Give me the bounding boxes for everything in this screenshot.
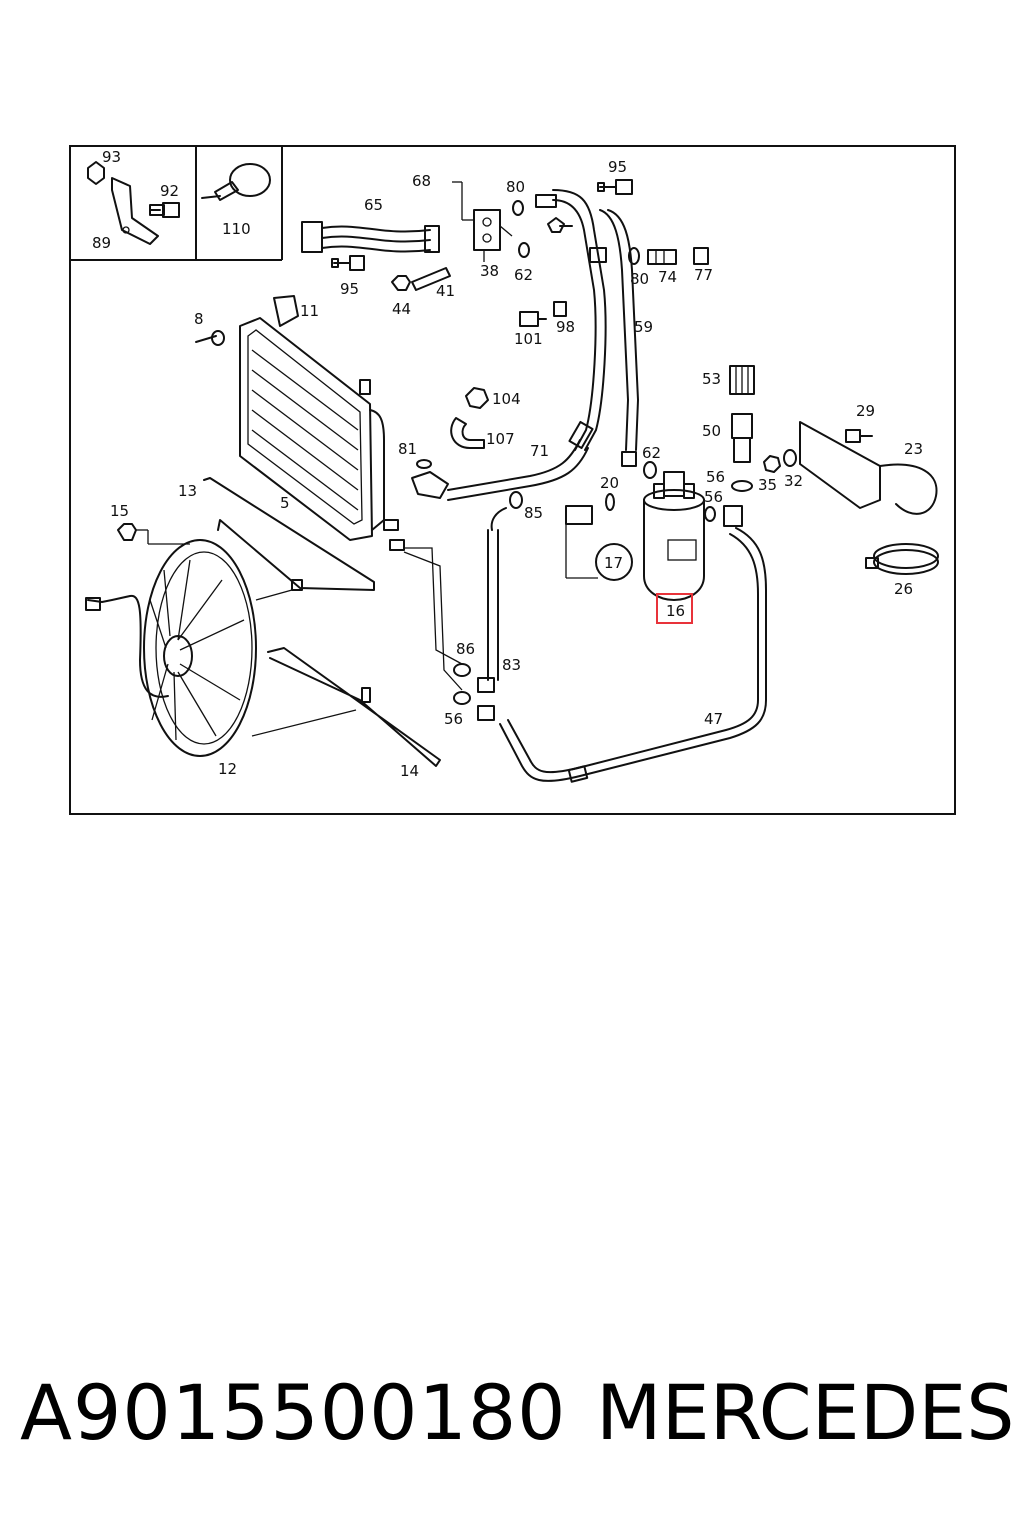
bolt-95-icon [331, 255, 365, 271]
expansion-valve-38-icon [452, 181, 513, 262]
label-83: 83 [502, 656, 521, 674]
label-35: 35 [758, 476, 777, 494]
label-89: 89 [92, 234, 111, 252]
label-16: 16 [666, 602, 685, 620]
cap-53-icon [729, 365, 755, 395]
label-65: 65 [364, 196, 383, 214]
label-101: 101 [514, 330, 543, 348]
label-5: 5 [280, 494, 290, 512]
highlight-box-16 [656, 593, 693, 624]
pipe-59-icon [535, 189, 639, 451]
label-80a: 80 [506, 178, 525, 196]
label-23: 23 [904, 440, 923, 458]
cable-tie-110-icon [201, 163, 271, 201]
bracket-13-icon [203, 477, 375, 591]
pipe-47-icon [477, 527, 767, 783]
label-11: 11 [300, 302, 319, 320]
label-50: 50 [702, 422, 721, 440]
label-62a: 62 [514, 266, 533, 284]
label-14: 14 [400, 762, 419, 780]
nut-104-icon [465, 387, 489, 409]
nut-35-icon [763, 455, 781, 473]
clamp-107-icon [450, 417, 485, 449]
label-59: 59 [634, 318, 653, 336]
nut-15-icon [117, 523, 190, 545]
label-95b: 95 [340, 280, 359, 298]
clip-98-icon [553, 301, 567, 317]
fitting-62-icon [621, 451, 657, 479]
fan-12-icon [85, 539, 257, 757]
label-56a: 56 [706, 468, 725, 486]
label-20: 20 [600, 474, 619, 492]
hose-65-icon [301, 221, 440, 253]
label-32: 32 [784, 472, 803, 490]
receiver-drier-16-icon [643, 471, 705, 602]
diagram-frame [69, 145, 956, 815]
label-26: 26 [894, 580, 913, 598]
label-98: 98 [556, 318, 575, 336]
brand-name: MERCEDES [596, 1368, 1015, 1457]
label-77: 77 [694, 266, 713, 284]
sensor-101-icon [519, 311, 547, 327]
label-74: 74 [658, 268, 677, 286]
bolt-95b-icon [597, 179, 633, 195]
label-41: 41 [436, 282, 455, 300]
nut-44-icon [391, 275, 411, 291]
label-85: 85 [524, 504, 543, 522]
condenser-5-icon [239, 317, 405, 551]
part-number: A9015500180 [20, 1368, 567, 1457]
label-53: 53 [702, 370, 721, 388]
label-92: 92 [160, 182, 179, 200]
stud-41-icon [411, 267, 451, 291]
label-81: 81 [398, 440, 417, 458]
bar-14-icon [251, 589, 441, 767]
label-47: 47 [704, 710, 723, 728]
label-8: 8 [194, 310, 204, 328]
pipe-71-icon [411, 420, 594, 501]
label-86: 86 [456, 640, 475, 658]
screw-8-icon [195, 330, 225, 346]
label-95a: 95 [608, 158, 627, 176]
label-107: 107 [486, 430, 515, 448]
fitting-74-icon [647, 249, 677, 265]
label-56c: 56 [444, 710, 463, 728]
label-12: 12 [218, 760, 237, 778]
pressure-switch-50-icon [731, 413, 753, 463]
label-68: 68 [412, 172, 431, 190]
clip-11-icon [273, 295, 299, 327]
pipe-83-icon [477, 507, 507, 693]
cap-77-icon [693, 247, 709, 265]
label-62b: 62 [642, 444, 661, 462]
label-80b: 80 [630, 270, 649, 288]
label-13: 13 [178, 482, 197, 500]
bracket-23-icon [799, 421, 938, 515]
bracket-89-icon [87, 161, 180, 245]
label-93: 93 [102, 148, 121, 166]
label-110: 110 [222, 220, 251, 238]
clamp-26-icon [865, 543, 939, 575]
label-56b: 56 [704, 488, 723, 506]
label-15: 15 [110, 502, 129, 520]
label-104: 104 [492, 390, 521, 408]
label-44: 44 [392, 300, 411, 318]
label-29: 29 [856, 402, 875, 420]
label-38: 38 [480, 262, 499, 280]
label-17: 17 [604, 554, 623, 572]
label-71: 71 [530, 442, 549, 460]
sensor-17-icon [565, 505, 633, 581]
